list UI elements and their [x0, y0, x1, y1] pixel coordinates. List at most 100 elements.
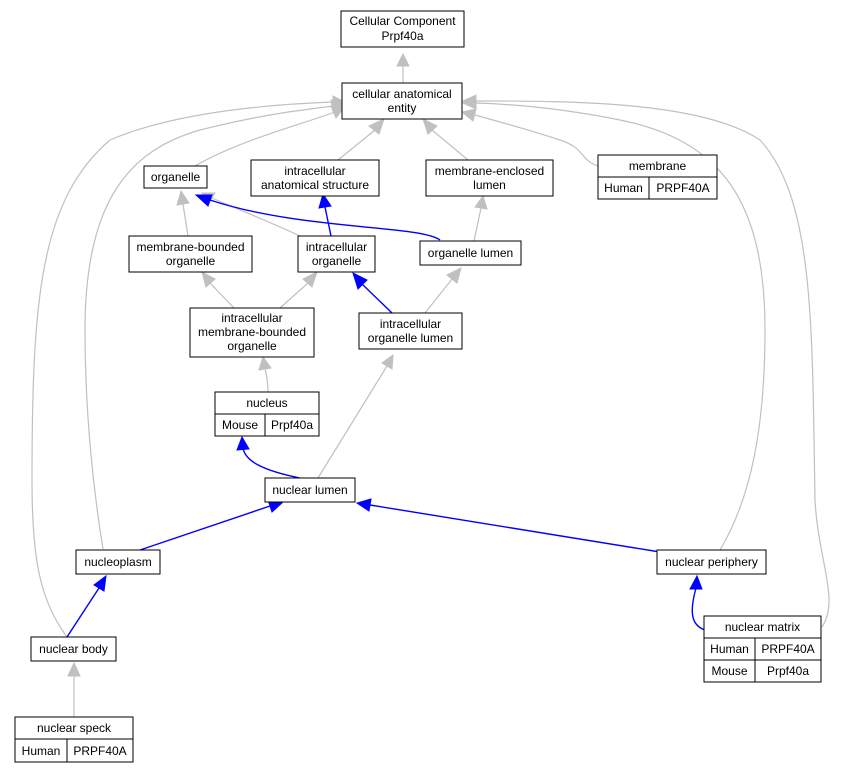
node-nuclear-speck[interactable]: nuclear speck Human PRPF40A	[14, 716, 134, 763]
species-label: Human	[710, 642, 749, 656]
annotation-row-human: Human PRPF40A	[14, 738, 134, 763]
arrowhead	[474, 194, 488, 210]
arrowhead	[355, 498, 372, 512]
species-label: Mouse	[222, 418, 258, 432]
node-label-line: membrane-enclosed	[435, 164, 544, 178]
node-label-line: organelle	[312, 254, 362, 268]
edges	[31, 52, 830, 717]
edge-mbo-organelle	[182, 203, 189, 237]
gene-cell-mouse	[754, 659, 822, 683]
node-membrane[interactable]: membrane Human PRPF40A	[597, 154, 718, 200]
arrowhead	[422, 118, 438, 135]
edge-ias-cae	[337, 129, 376, 161]
node-nucleoplasm[interactable]: nucleoplasm	[75, 549, 161, 575]
arrowhead	[93, 574, 107, 592]
node-label-line: anatomical structure	[261, 178, 369, 192]
gene-cell-human	[648, 176, 718, 200]
node-label-line: nuclear matrix	[725, 620, 800, 634]
node-label-line: organelle lumen	[428, 246, 513, 260]
node-label-line: intracellular	[284, 164, 345, 178]
node-intracellular-anatomical-structure[interactable]: intracellular anatomical structure	[250, 159, 380, 197]
node-label-line: organelle	[166, 254, 216, 268]
edge-ol-mel	[473, 207, 482, 242]
annotation-row-human: Human PRPF40A	[703, 637, 822, 661]
edge-imbo-io	[279, 282, 309, 309]
node-label-line: nuclear periphery	[665, 555, 758, 569]
node-cellular-anatomical-entity[interactable]: cellular anatomical entity	[341, 82, 463, 120]
edge-io-ias	[324, 206, 332, 237]
arrowhead	[381, 353, 394, 370]
node-intracellular-organelle-lumen[interactable]: intracellular organelle lumen	[358, 312, 463, 350]
node-label-line: nucleus	[246, 396, 287, 410]
edge-iol-io	[361, 283, 393, 314]
node-label-line: lumen	[473, 178, 506, 192]
edge-nucleus-imbo	[264, 367, 269, 393]
node-nuclear-lumen[interactable]: nuclear lumen	[264, 477, 356, 503]
node-label-line: nuclear lumen	[272, 483, 347, 497]
gene-cell-human	[66, 738, 134, 763]
edge-nmatrix-nperiphery	[691, 587, 706, 631]
node-organelle[interactable]: organelle	[143, 165, 208, 189]
node-label-line: membrane-bounded	[136, 240, 244, 254]
gene-cell-mouse	[264, 413, 320, 437]
node-label-line: nuclear speck	[37, 721, 112, 735]
annotation-row-human: Human PRPF40A	[597, 176, 718, 200]
arrowhead	[460, 108, 477, 122]
node-nuclear-matrix[interactable]: nuclear matrix Human PRPF40A Mouse Prpf4…	[703, 615, 822, 683]
arrowhead	[446, 267, 462, 284]
node-intracellular-membrane-bounded-organelle[interactable]: intracellular membrane-bounded organelle	[189, 307, 315, 358]
arrowhead	[689, 574, 703, 590]
annotation-row-mouse: Mouse Prpf40a	[214, 413, 320, 437]
arrowhead	[176, 189, 190, 206]
edge-nlumen-nucleus	[242, 447, 301, 479]
species-label: Human	[22, 744, 61, 758]
edge-organelle-cae	[194, 111, 336, 167]
arrowhead	[201, 271, 216, 288]
arrowhead	[368, 118, 385, 135]
species-label: Human	[604, 181, 643, 195]
node-label-line: intracellular	[380, 317, 441, 331]
node-nuclear-body[interactable]: nuclear body	[30, 636, 117, 662]
edge-ol-organelle	[209, 199, 441, 241]
gene-label: Prpf40a	[271, 418, 313, 432]
node-organelle-lumen[interactable]: organelle lumen	[419, 240, 522, 266]
edge-nbody-cae	[31, 101, 334, 638]
edge-nucleoplasm-nlumen	[139, 505, 271, 551]
nodes: Cellular Component Prpf40a cellular anat…	[14, 10, 822, 763]
gene-label: PRPF40A	[73, 744, 126, 758]
node-label-line: intracellular	[221, 311, 282, 325]
edge-imbo-mbo	[209, 282, 235, 309]
edge-iol-ol	[424, 278, 453, 314]
node-cellular-component-root[interactable]: Cellular Component Prpf40a	[340, 10, 465, 48]
node-label-line: intracellular	[306, 240, 367, 254]
node-nuclear-periphery[interactable]: nuclear periphery	[656, 549, 767, 575]
edge-membrane-cae	[474, 114, 599, 167]
node-nucleus[interactable]: nucleus Mouse Prpf40a	[214, 391, 320, 437]
node-label-line: membrane-bounded	[198, 325, 306, 339]
arrowhead	[461, 94, 477, 108]
edge-nucleoplasm-cae	[84, 105, 335, 550]
edge-nmatrix-cae	[474, 100, 830, 628]
edge-nbody-nucleoplasm	[66, 587, 100, 638]
gene-label: PRPF40A	[761, 642, 814, 656]
node-label-line: cellular anatomical	[352, 87, 451, 101]
gene-label: PRPF40A	[656, 181, 709, 195]
node-label-line: Prpf40a	[381, 29, 423, 43]
annotation-row-mouse: Mouse Prpf40a	[703, 659, 822, 683]
node-label-line: Cellular Component	[349, 14, 456, 28]
arrowhead	[194, 194, 213, 207]
node-intracellular-organelle[interactable]: intracellular organelle	[297, 235, 376, 273]
edge-nlumen-iol	[317, 365, 388, 479]
node-label-line: nuclear body	[39, 642, 108, 656]
node-membrane-enclosed-lumen[interactable]: membrane-enclosed lumen	[425, 159, 554, 197]
arrowhead	[67, 661, 81, 677]
gene-label: Prpf40a	[767, 664, 809, 678]
node-label-line: organelle	[227, 339, 277, 353]
node-membrane-bounded-organelle[interactable]: membrane-bounded organelle	[128, 235, 253, 273]
arrowhead	[332, 95, 347, 109]
node-label-line: nucleoplasm	[84, 555, 151, 569]
species-label: Mouse	[711, 664, 747, 678]
node-label-line: membrane	[629, 159, 687, 173]
edge-mel-cae	[431, 129, 469, 161]
